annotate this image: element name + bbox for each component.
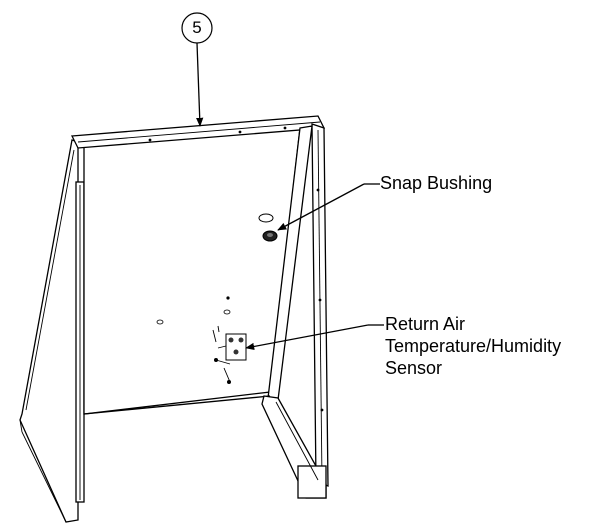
return-air-label-line1: Return Air bbox=[385, 314, 466, 334]
return-air-sensor bbox=[212, 325, 247, 384]
panel-hole bbox=[156, 319, 164, 325]
bottom-rail bbox=[83, 395, 271, 415]
panel-hole bbox=[226, 296, 230, 300]
right-base-foot bbox=[261, 395, 327, 499]
panel-hole bbox=[223, 309, 231, 315]
left-frame-post bbox=[75, 181, 85, 503]
snap-bushing-leader bbox=[277, 183, 380, 231]
callout-number: 5 bbox=[192, 18, 202, 37]
return-air-label-line2: Temperature/Humidity bbox=[385, 336, 562, 356]
sensor-leader bbox=[245, 324, 384, 351]
snap-bushing-label: Snap Bushing bbox=[380, 173, 493, 193]
right-front-post bbox=[311, 123, 329, 487]
callout-balloon bbox=[181, 12, 213, 127]
return-air-label-line3: Sensor bbox=[385, 358, 443, 378]
left-side-panel bbox=[19, 139, 79, 523]
snap-bushing bbox=[258, 213, 278, 242]
